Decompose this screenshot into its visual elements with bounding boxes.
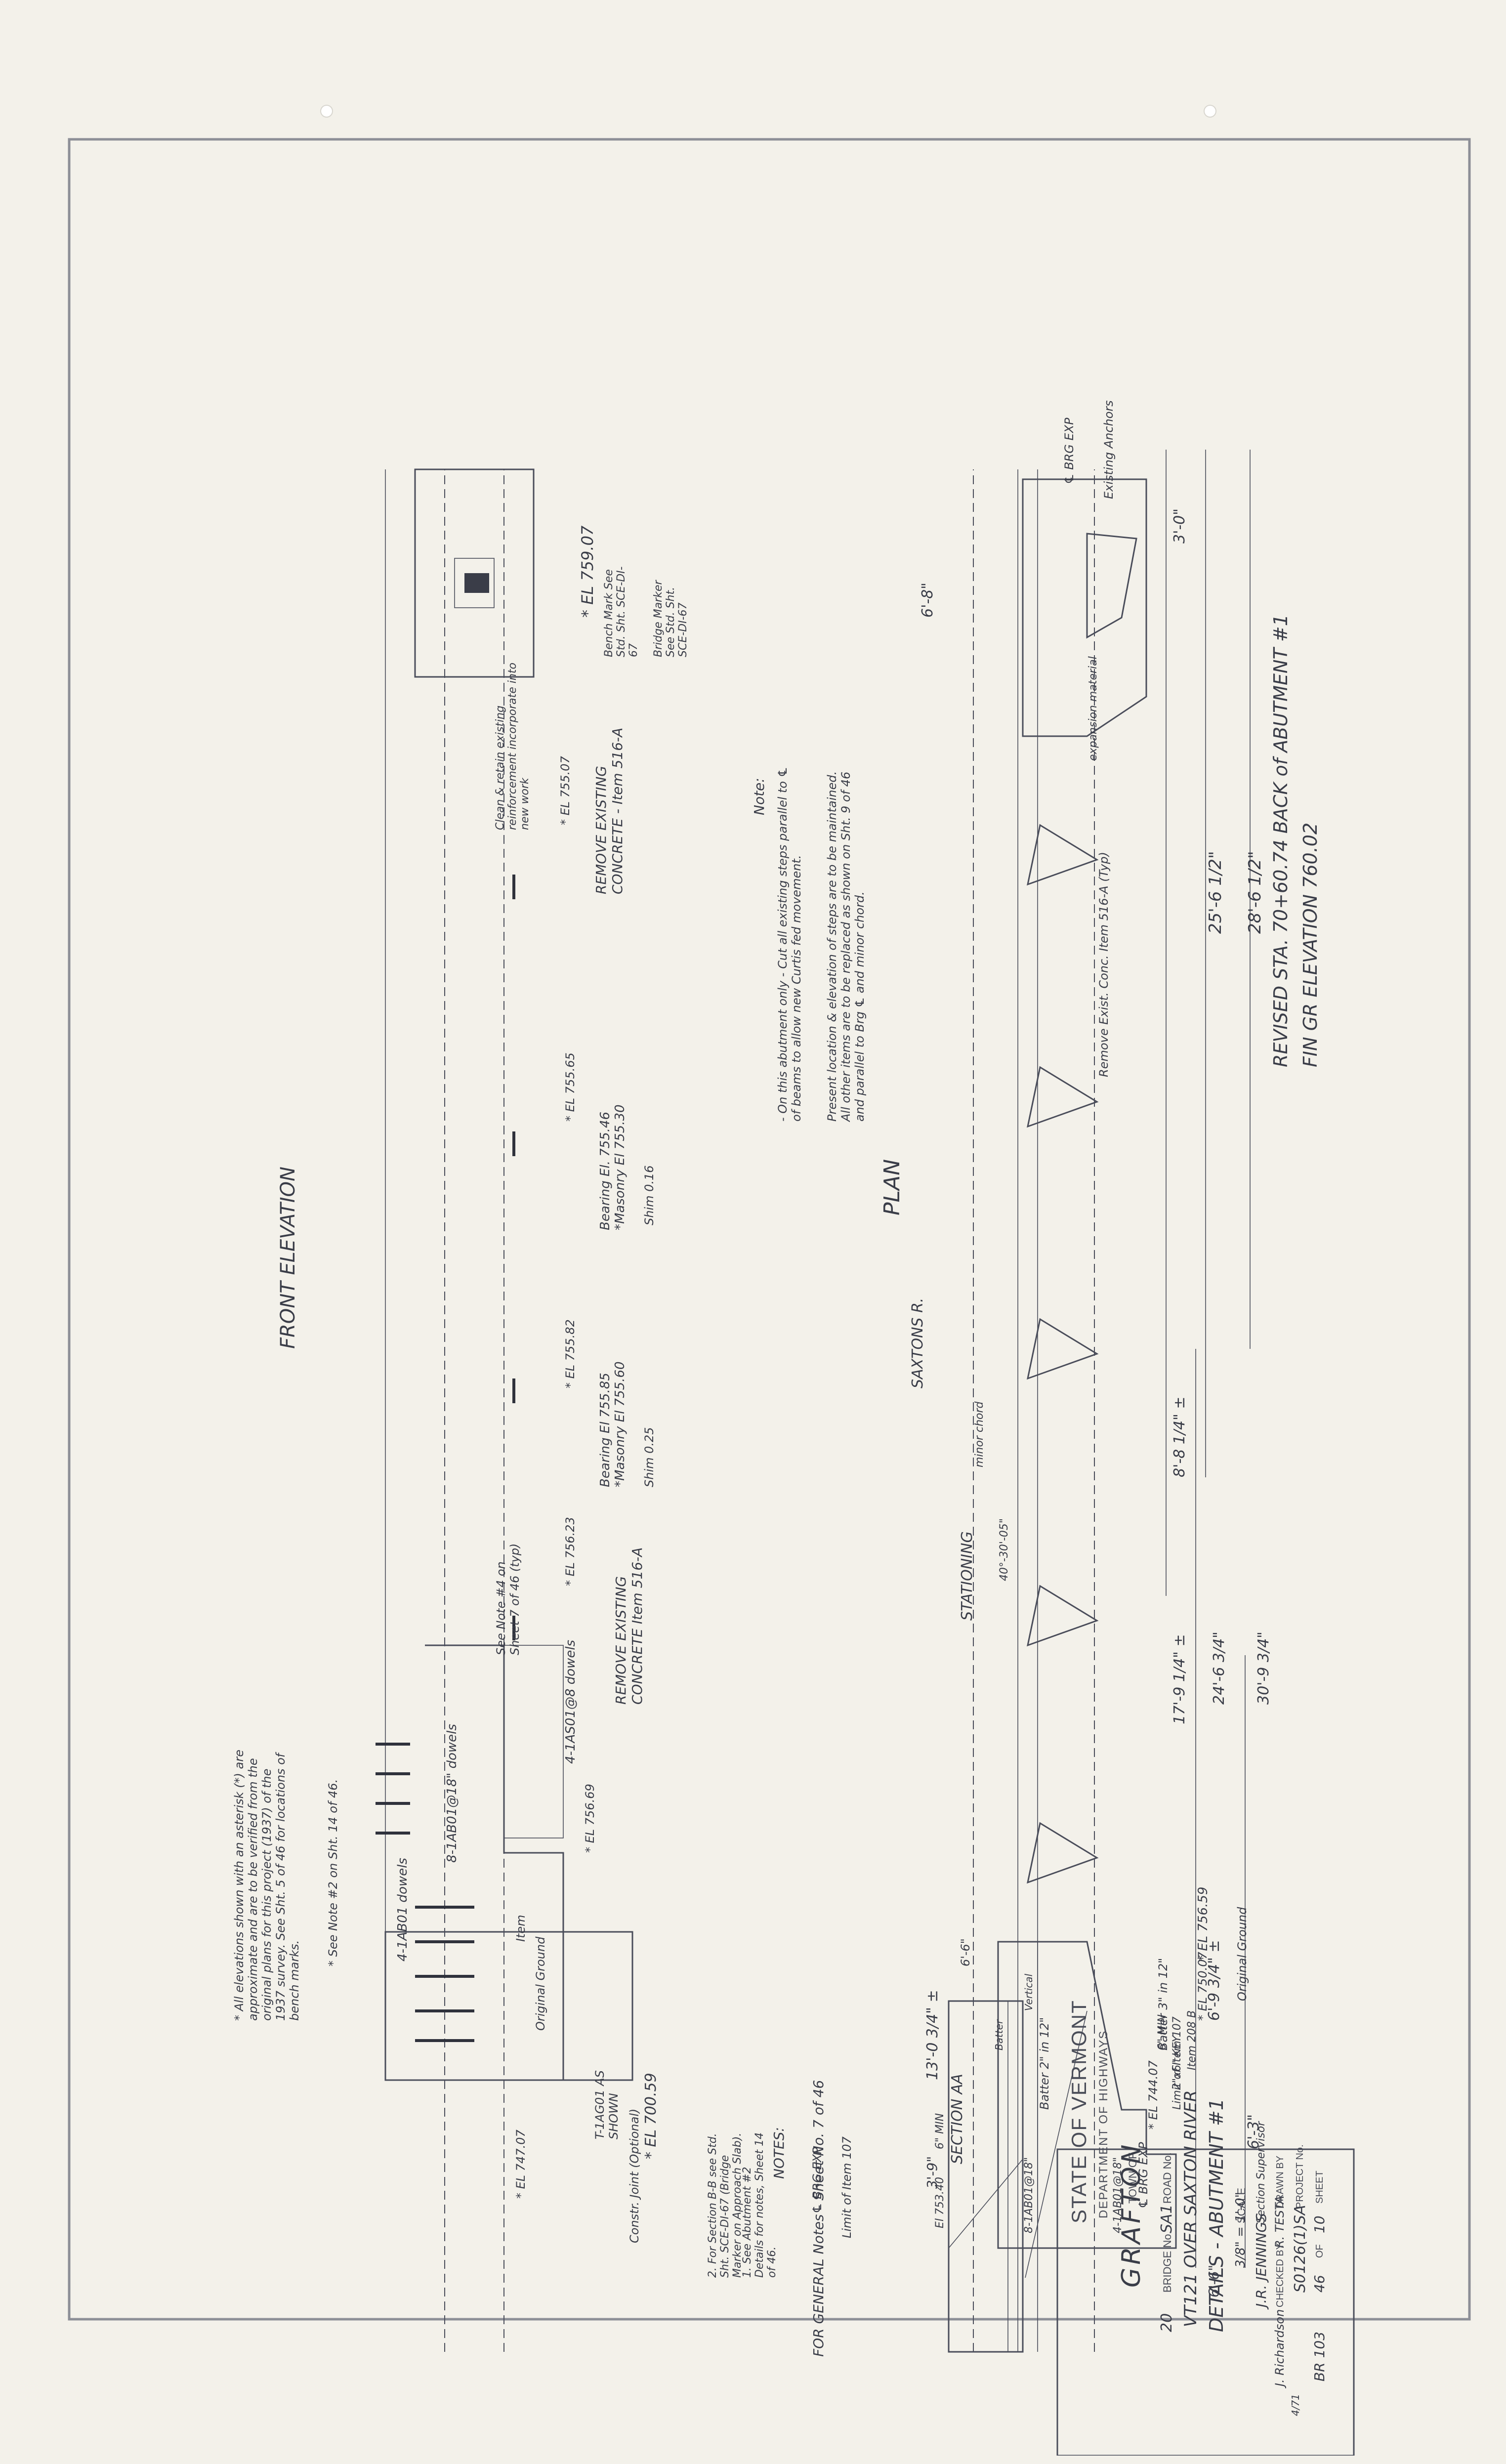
aa-bars-2: 8-1AB01@18" [1023, 2157, 1035, 2233]
section-aa-title: SECTION AA [949, 2074, 966, 2164]
existing-anchors: Existing Anchors [1102, 400, 1116, 499]
bench-mark: Bench Mark See Std. Sht. SCE-DI-67 [603, 566, 640, 657]
tb-date: 4/71 [1290, 2394, 1301, 2416]
general-note-1: 1. See Abutment #2 Details for notes, Sh… [741, 2132, 778, 2278]
original-ground: Original Ground [534, 1936, 547, 2031]
linework [376, 450, 1355, 2456]
limit-item-107: Limit of Item 107 [840, 2136, 854, 2238]
tb-description-2: DETAILS - ABUTMENT #1 [1206, 2098, 1227, 2332]
dowels-2: 8-1AB01@18" dowels [445, 1724, 460, 1863]
tb-state: STATE OF VERMONT [1067, 2000, 1090, 2223]
item-label: Item [514, 1915, 528, 1942]
shim-2: Shim 0.25 [642, 1427, 656, 1487]
aa-min-6: 6" MIN [1156, 2014, 1169, 2050]
plan-note-2: Present location & elevation of steps ar… [825, 771, 867, 1122]
asterisk-note: * All elevations shown with an asterisk … [232, 1750, 301, 2021]
el-756-69: * EL 756.69 [583, 1784, 597, 1853]
tb-road: SA1 [1158, 2204, 1175, 2233]
tb-town: GRAFTON [1117, 2141, 1146, 2288]
tb-supervisor-label: Section Supervisor [1255, 2121, 1267, 2223]
aa-dim-6-6: 6'-6" [959, 1938, 972, 1966]
tb-checked-label: CHECKED BY [1275, 2243, 1286, 2307]
see-note-4: See Note #4 on Sheet 7 of 46 (typ) [494, 1543, 522, 1655]
dowels-1: 4-1AS01@8 dowels [563, 1639, 578, 1764]
aa-item-208: Item 208 B [1186, 2010, 1198, 2070]
cl-brg-exp-plan: ℄ BRG EXP [1062, 418, 1076, 484]
aa-min-6b: 6" MIN [934, 2113, 946, 2149]
dim-25: 25'-6 1/2" [1206, 851, 1225, 934]
dim-24: 24'-6 3/4" [1211, 1631, 1228, 1705]
tb-bridge-label: BRIDGE No. [1161, 2231, 1173, 2293]
tb-scale: 3/8" = 1'-0" [1233, 2192, 1248, 2268]
note-label: Note: [751, 778, 767, 815]
tb-br-number: BR 103 [1311, 2331, 1328, 2381]
punch-hole [1204, 105, 1216, 118]
aa-el-753-40: El 753.40 [934, 2177, 946, 2228]
tb-sheet-label: SHEET [1314, 2171, 1325, 2204]
tb-bridge: 20 [1158, 2313, 1175, 2332]
remove-existing-2: REMOVE EXISTING CONCRETE Item 516-A [613, 1547, 645, 1705]
aa-vertical: Vertical [1023, 1973, 1035, 2011]
tb-project: S0126(1)SA [1292, 2205, 1309, 2293]
el-755-07: * EL 755.07 [558, 756, 572, 825]
batter-2: Batter 2" in 12" [1038, 2017, 1051, 2110]
minor-chord: minor chord [973, 1401, 986, 1468]
tb-sheets-total: 46 [1311, 2275, 1328, 2293]
el-700-59: * EL 700.59 [642, 2073, 660, 2159]
expansion-material: expansion material [1087, 656, 1099, 761]
el-756-23: * EL 756.23 [563, 1517, 577, 1586]
el-759: * EL 759.07 [578, 525, 597, 618]
const-joint: Constr. Joint (Optional) [628, 2108, 641, 2243]
for-general-notes: FOR GENERAL Notes - Sheet No. 7 of 46 [810, 2080, 827, 2357]
tb-description-1: VT121 OVER SAXTON RIVER [1181, 2090, 1201, 2327]
clean-retain: Clean & retain existing reinforcement in… [494, 663, 531, 830]
stationing: STATIONING [959, 1531, 976, 1621]
tb-road-label: ROAD No. [1161, 2152, 1173, 2204]
bridge-marker: Bridge Marker See Std. Sht. SCE-DI-67 [652, 580, 689, 657]
remove-exist-conc: Remove Exist. Conc. Item 516-A (Typ) [1097, 852, 1111, 1077]
aa-el-744-07: * EL 744.07 [1146, 2060, 1160, 2130]
dim-28: 28'-6 1/2" [1245, 851, 1265, 934]
t-bar: T-1AG01 AS SHOWN [593, 2070, 621, 2139]
aa-el-756-59: * EL 756.59 [1196, 1886, 1211, 1962]
saxtons-r: SAXTONS R. [909, 1297, 926, 1388]
dowels-3: 4-1AB01 dowels [395, 1858, 410, 1962]
see-note-2: * See Note #2 on Sht. 14 of 46. [326, 1779, 340, 1966]
revised-sta: REVISED STA. 70+60.74 BACK of ABUTMENT #… [1270, 614, 1292, 1067]
dim-3: 3'-0" [1171, 508, 1188, 543]
el-747-07: * EL 747.07 [514, 2130, 528, 2199]
bearing-2: Bearing El 755.85 *Masonry El 755.60 [598, 1361, 628, 1487]
general-note-2: 2. For Section B-B see Std. Sht. SCE-DI-… [707, 2132, 744, 2278]
bearing-1: Bearing El. 755.46 *Masonry El 755.30 [598, 1104, 628, 1230]
tb-drawn-by: R. TESTA [1273, 2196, 1287, 2248]
shim-1: Shim 0.16 [642, 1165, 656, 1225]
dim-8-8: 8'-8 1/4" ± [1171, 1396, 1188, 1477]
el-755-65: * EL 755.65 [563, 1052, 577, 1122]
angle: 40°-30'-05" [998, 1518, 1010, 1581]
tb-checked-by: J. Richardson [1273, 2309, 1287, 2386]
aa-original-ground: Original Ground [1235, 1907, 1249, 2001]
front-elevation-title: FRONT ELEVATION [277, 1167, 299, 1349]
remove-existing-1: REMOVE EXISTING CONCRETE - Item 516-A [593, 727, 626, 894]
plan-note-1: - On this abutment only - Cut all existi… [776, 766, 803, 1122]
tb-project-label: PROJECT No. [1295, 2144, 1305, 2209]
tb-supervisor: J.R. JENNINGS [1253, 2213, 1269, 2307]
tb-department: DEPARTMENT OF HIGHWAYS [1097, 2030, 1110, 2218]
drawing-content: PLAN REVISED STA. 70+60.74 BACK of ABUTM… [69, 138, 1467, 2456]
tb-sheet: 10 [1311, 2215, 1328, 2233]
dim-17: 17'-9 1/4" ± [1171, 1634, 1188, 1724]
plan-title: PLAN [879, 1159, 905, 1215]
tb-of-label: OF [1314, 2244, 1325, 2258]
aa-batter: Batter [993, 2019, 1005, 2050]
dim-13: 13'-0 3/4" ± [924, 1990, 941, 2080]
dim-6-8: 6'-8" [919, 582, 936, 618]
dim-30: 30'-9 3/4" [1255, 1631, 1272, 1705]
punch-hole [320, 105, 333, 118]
fin-gr: FIN GR ELEVATION 760.02 [1299, 822, 1321, 1067]
el-755-82: * EL 755.82 [563, 1319, 577, 1388]
